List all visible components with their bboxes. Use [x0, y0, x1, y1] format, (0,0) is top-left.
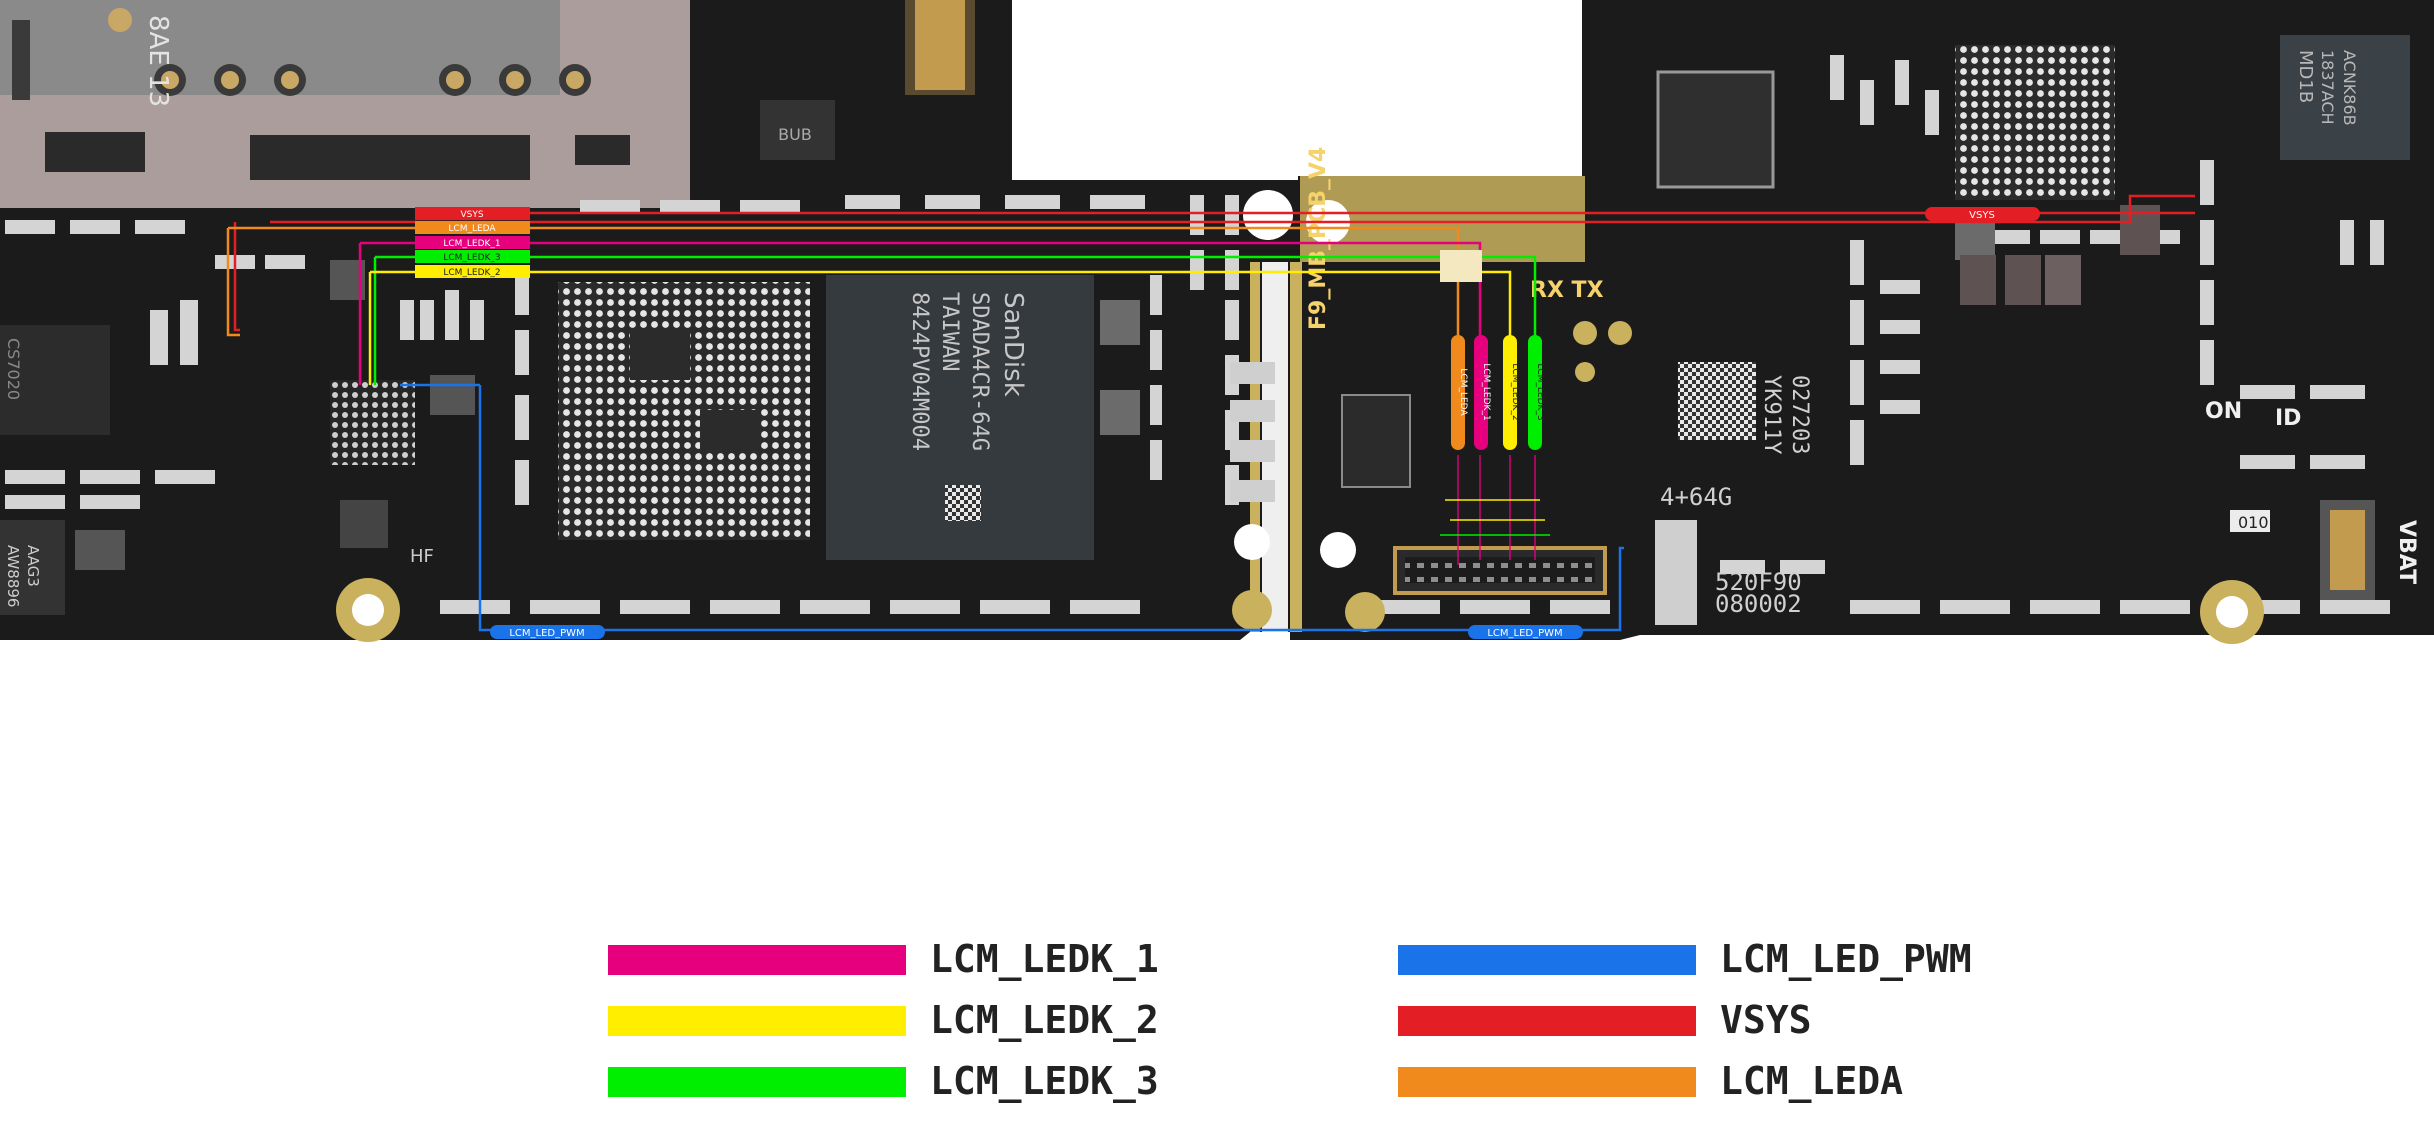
- id-label: ID: [2275, 406, 2301, 431]
- bub-mark: BUB: [778, 125, 812, 144]
- lot-code-label: 520F90: [1715, 568, 1802, 596]
- trace-leda: [226, 228, 240, 337]
- svg-text:8424PV04M004: 8424PV04M004: [907, 292, 932, 451]
- svg-text:ACNK86B: ACNK86B: [2340, 50, 2359, 126]
- sim-tray: 8AE 13: [0, 0, 690, 208]
- legend-label: LCM_LEDK_1: [930, 937, 1159, 981]
- label-pwm-right: LCM_LED_PWM: [1487, 628, 1562, 639]
- svg-text:SanDisk: SanDisk: [998, 292, 1028, 397]
- label-pwm-left: LCM_LED_PWM: [509, 628, 584, 639]
- test-pad: [1440, 250, 1482, 282]
- board-name-label: F9_MB_PCB_V4: [1306, 147, 1331, 330]
- silkscreen-text: F9_MB_PCB_V4 RX TX YK911Y 027203 4+64G 5…: [410, 147, 2419, 618]
- svg-text:MD1B: MD1B: [2295, 50, 2316, 103]
- svg-text:027203: 027203: [1787, 375, 1812, 454]
- smd-components: [5, 55, 2390, 614]
- legend-label: LCM_LEDA: [1720, 1059, 1904, 1103]
- bga-chip-small: [330, 380, 415, 465]
- legend-swatch: [1398, 1067, 1696, 1097]
- code-010-label: 010: [2238, 513, 2269, 532]
- svg-text:LCM_LEDK_2: LCM_LEDK_2: [1510, 363, 1520, 420]
- memory-size-label: 4+64G: [1660, 483, 1732, 511]
- label-leda-left: LCM_LEDA: [448, 224, 496, 234]
- label-ledk2-left: LCM_LEDK_2: [443, 268, 500, 278]
- svg-text:LCM_LEDK_1: LCM_LEDK_1: [1481, 363, 1491, 420]
- svg-text:LCM_LEDA: LCM_LEDA: [1458, 368, 1468, 416]
- legend-swatch: [608, 945, 906, 975]
- rx-tx-label: RX TX: [1530, 278, 1604, 303]
- flex-connector-pads: [1230, 362, 1275, 502]
- svg-text:080002: 080002: [1715, 590, 1802, 618]
- svg-text:AAG3: AAG3: [24, 545, 42, 587]
- on-label: ON: [2205, 399, 2242, 424]
- top-connector: BUB: [760, 0, 975, 160]
- svg-text:SDADA4CR-64G: SDADA4CR-64G: [967, 292, 992, 451]
- legend-swatch: [1398, 945, 1696, 975]
- vbat-label: VBAT: [2394, 520, 2419, 584]
- bga-chip-main: [558, 282, 810, 540]
- legend-label: LCM_LED_PWM: [1720, 937, 1972, 981]
- svg-text:LCM_LEDK_3: LCM_LEDK_3: [1535, 363, 1545, 420]
- legend-swatch: [608, 1067, 906, 1097]
- svg-text:AW8896: AW8896: [4, 545, 22, 607]
- sim-marking: 8AE 13: [143, 15, 173, 107]
- color-legend: LCM_LEDK_1 LCM_LEDK_2 LCM_LEDK_3 LCM_LED…: [0, 900, 2434, 1120]
- top-right-chip-marking: MD1B 1837ACH ACNK86B: [2295, 50, 2359, 126]
- label-vsys-left: VSYS: [460, 210, 483, 220]
- legend-label: VSYS: [1720, 998, 1812, 1042]
- trace-lcm-led-pwm: [478, 385, 1624, 632]
- bga-chip-right: [1955, 45, 2115, 200]
- svg-text:YK911Y: YK911Y: [1759, 375, 1784, 454]
- hf-label: HF: [410, 546, 434, 567]
- qr-code: [1678, 362, 1756, 440]
- label-ledk1-left: LCM_LEDK_1: [443, 239, 500, 249]
- pcb-board-diagram: 8AE 13 BUB SanDisk SDADA4CR-64G TAIWAN 8…: [0, 0, 2434, 644]
- mounting-holes: [336, 190, 2264, 644]
- legend-label: LCM_LEDK_2: [930, 998, 1159, 1042]
- sandisk-emmc-chip: SanDisk SDADA4CR-64G TAIWAN 8424PV04M004: [826, 275, 1094, 560]
- svg-text:1837ACH: 1837ACH: [2318, 50, 2337, 125]
- net-labels-vertical: LCM_LEDA LCM_LEDK_1 LCM_LEDK_2 LCM_LEDK_…: [1451, 335, 1545, 450]
- svg-text:CS7020: CS7020: [4, 338, 23, 400]
- legend-swatch: [1398, 1006, 1696, 1036]
- left-chip-marking: CS7020: [4, 338, 23, 400]
- small-connector: [1341, 394, 1411, 488]
- legend-label: LCM_LEDK_3: [930, 1059, 1159, 1103]
- label-ledk3-left: LCM_LEDK_3: [443, 253, 500, 263]
- qfn-chip-right: [1656, 70, 1775, 189]
- svg-text:TAIWAN: TAIWAN: [937, 292, 962, 371]
- legend-swatch: [608, 1006, 906, 1036]
- net-labels-left: VSYS LCM_LEDA LCM_LEDK_1 LCM_LEDK_3 LCM_…: [415, 207, 530, 278]
- label-vsys-right: VSYS: [1969, 210, 1995, 221]
